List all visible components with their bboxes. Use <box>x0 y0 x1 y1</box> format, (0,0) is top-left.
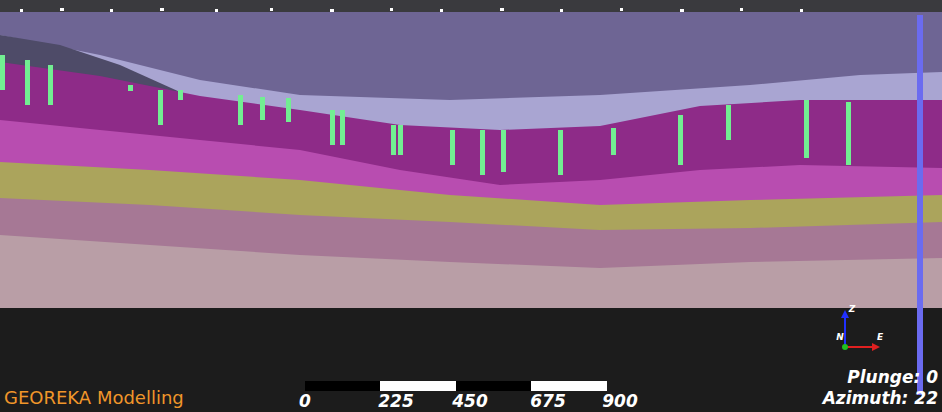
scale-bar <box>305 381 607 391</box>
scale-number: 0 <box>299 393 311 410</box>
axis-label: E <box>877 333 883 342</box>
brand-label: GEOREKA Modelling <box>4 389 184 407</box>
scale-number: 675 <box>530 393 566 410</box>
drill-holes <box>0 55 851 175</box>
depth-bar <box>917 15 923 395</box>
axis-label: Z <box>849 305 856 314</box>
scale-number: 900 <box>602 393 638 410</box>
axis-label: N <box>836 333 844 342</box>
view-parameter: Azimuth: 22 <box>823 390 938 407</box>
scale-number: 450 <box>452 393 488 410</box>
view-parameter: Plunge: 0 <box>847 369 938 386</box>
axis-triad <box>841 310 880 351</box>
scale-number: 225 <box>378 393 414 410</box>
